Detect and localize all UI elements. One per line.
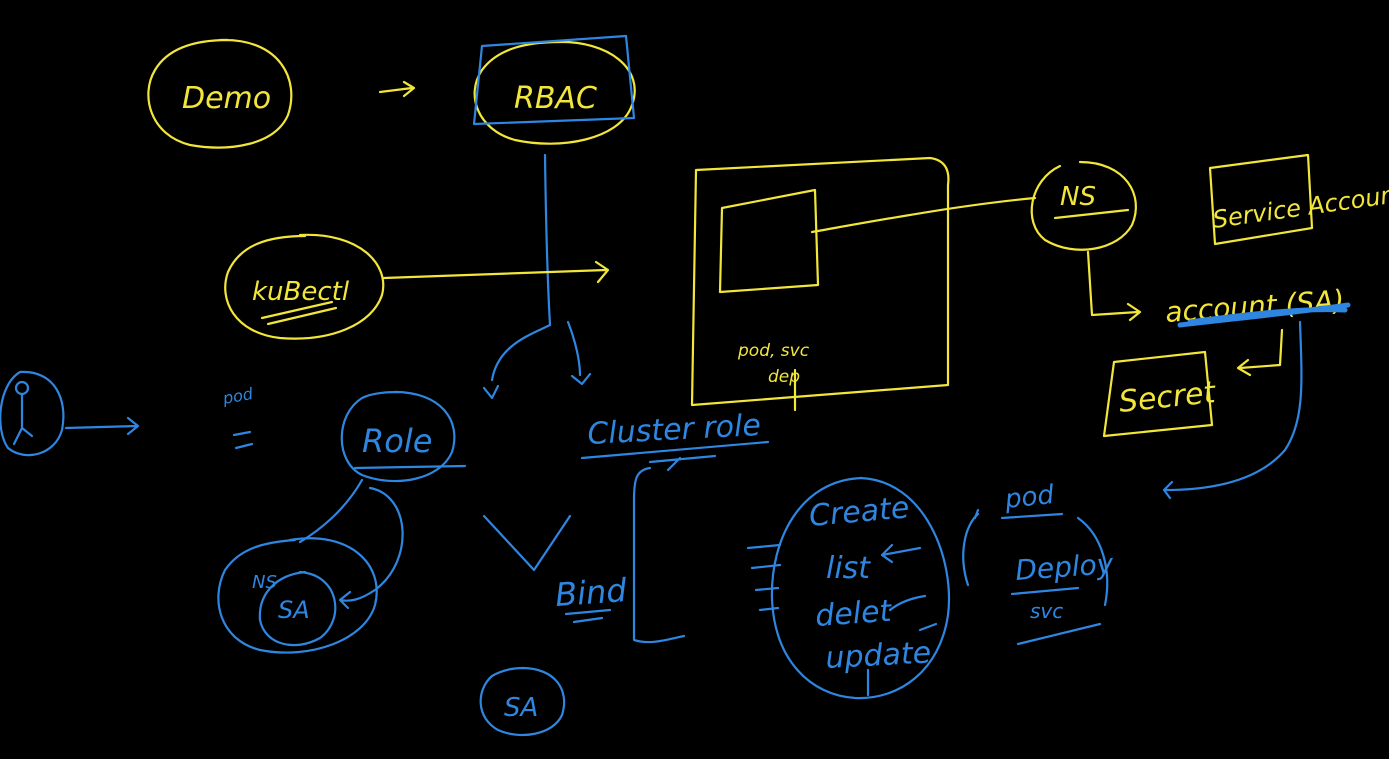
kubectl-node: kuBectl [224,233,385,340]
resources-node: pod Deploy svc [962,480,1115,646]
account-loop-curve [1162,320,1303,500]
ns-sa-node: NS SA [217,537,378,654]
ns-sa-ns-label: NS [252,572,277,593]
kubectl-label: kuBectl [252,277,350,307]
cluster-role-bracket [632,466,686,644]
user-icon [0,370,65,457]
rbac-label: RBAC [514,81,597,116]
demo-node: Demo [147,38,293,149]
cluster-role-node: Cluster role [580,408,770,472]
sa-bottom-label: SA [504,693,538,723]
ns-node: NS [1030,160,1137,251]
user-arrow [64,416,140,436]
rbac-branch-lines [482,153,592,400]
service-account-label: Service Account [1211,179,1389,234]
secret-node: Secret [1102,350,1218,438]
resource-pod-label: pod [1003,480,1056,515]
ns-to-account-arrow [1086,250,1142,322]
pod-small-note: pod [220,384,255,450]
demo-label: Demo [182,81,271,116]
secret-label: Secret [1117,375,1218,420]
rbac-node: RBAC [472,34,636,145]
service-account-node: Service Account [1208,153,1389,246]
bind-node: Bind [554,571,629,624]
verb-delete-label: delet [814,594,894,634]
verbs-node: Create list delet update [746,476,951,700]
ns-label: NS [1060,182,1096,212]
sa-bottom-node: SA [479,666,566,737]
cluster-box: pod, svc dep [690,156,950,412]
bind-v-shape [482,514,572,572]
resource-svc-label: svc [1030,599,1063,623]
pod-small-label: pod [220,384,255,408]
role-label: Role [362,422,432,460]
verb-list-label: list [826,551,871,586]
role-to-ns-sa-curve [298,478,404,610]
verb-create-label: Create [808,490,911,534]
account-to-secret-arrow [1236,328,1284,377]
demo-to-rbac-arrow [378,80,416,98]
pod-svc-label: pod, svc [737,341,810,361]
dep-label: dep [768,367,800,387]
verb-update-label: update [825,636,932,676]
bind-label: Bind [554,571,629,614]
role-node: Role [340,390,467,483]
kubectl-arrow [382,260,610,284]
box-to-ns-line [810,196,1037,234]
account-sa-node: account (SA) [1164,284,1351,329]
resource-deploy-label: Deploy [1014,547,1115,587]
ns-sa-sa-label: SA [278,596,310,624]
